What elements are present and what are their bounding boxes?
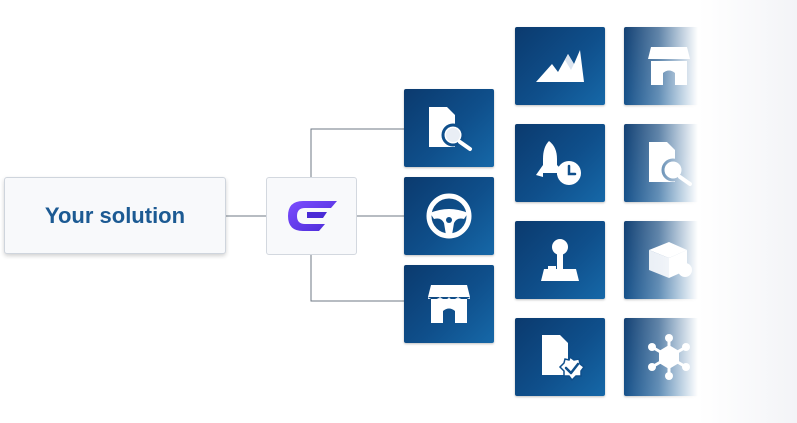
brand-logo-icon [287,201,337,231]
connector-hub-to-document-search [310,128,404,177]
tile-document-search [404,89,494,167]
tile-storefront [404,265,494,343]
storefront-icon [648,47,690,85]
tile-storefront-secondary [624,27,714,105]
tile-document-search-secondary [624,124,714,202]
tile-mountain-chart [515,27,605,105]
document-search-icon [429,107,472,151]
network-hub-icon [648,334,690,380]
your-solution-label: Your solution [44,202,186,228]
tile-rocket-clock [515,124,605,202]
tile-document-verified [515,318,605,396]
tile-network-hub [624,318,714,396]
package-icon [649,242,692,278]
document-search-icon [649,142,692,186]
connector-hub-to-storefront [310,255,404,302]
storefront-icon [428,285,470,323]
tile-package [624,221,714,299]
tile-joystick [515,221,605,299]
rocket-clock-icon [536,141,581,185]
tile-steering-wheel [404,177,494,255]
your-solution-box: Your solution [4,177,226,254]
steering-wheel-icon [426,193,472,239]
joystick-icon [541,239,579,281]
mountain-chart-icon [536,50,584,82]
document-verified-icon [542,335,586,382]
hub-logo-box [266,177,357,255]
